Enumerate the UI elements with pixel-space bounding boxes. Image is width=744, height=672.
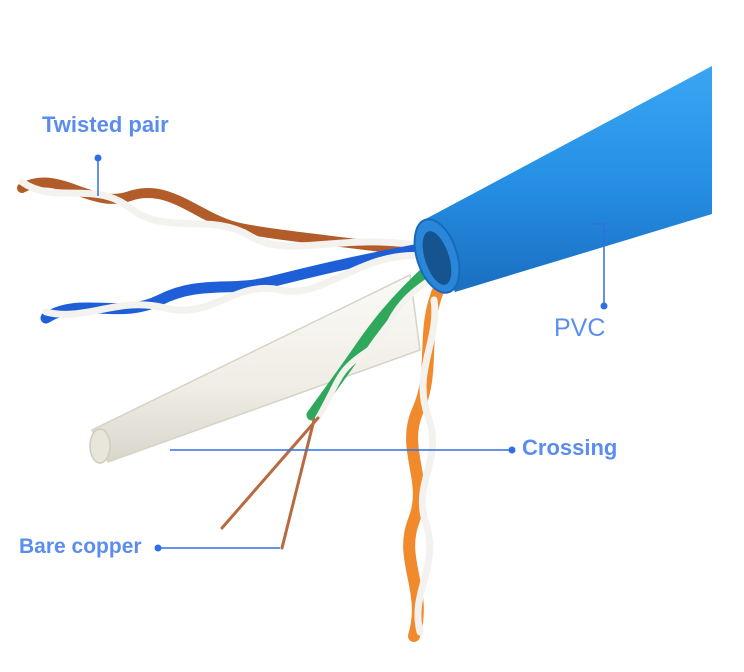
crossing-label: Crossing — [522, 435, 618, 460]
bare-copper-wires — [220, 416, 320, 550]
orange-twisted-pair — [403, 280, 446, 642]
green-twisted-pair — [306, 262, 439, 421]
blue-twisted-pair — [40, 242, 431, 324]
cross-separator — [89, 273, 421, 464]
bare-copper-label: Bare copper — [19, 535, 142, 558]
pvc-jacket — [413, 66, 712, 294]
brown-twisted-pair — [17, 177, 425, 257]
pvc-leader — [592, 223, 605, 306]
leader-lines — [94, 154, 608, 552]
twisted-pair-label: Twisted pair — [42, 112, 169, 137]
pvc-label: PVC — [554, 314, 606, 342]
